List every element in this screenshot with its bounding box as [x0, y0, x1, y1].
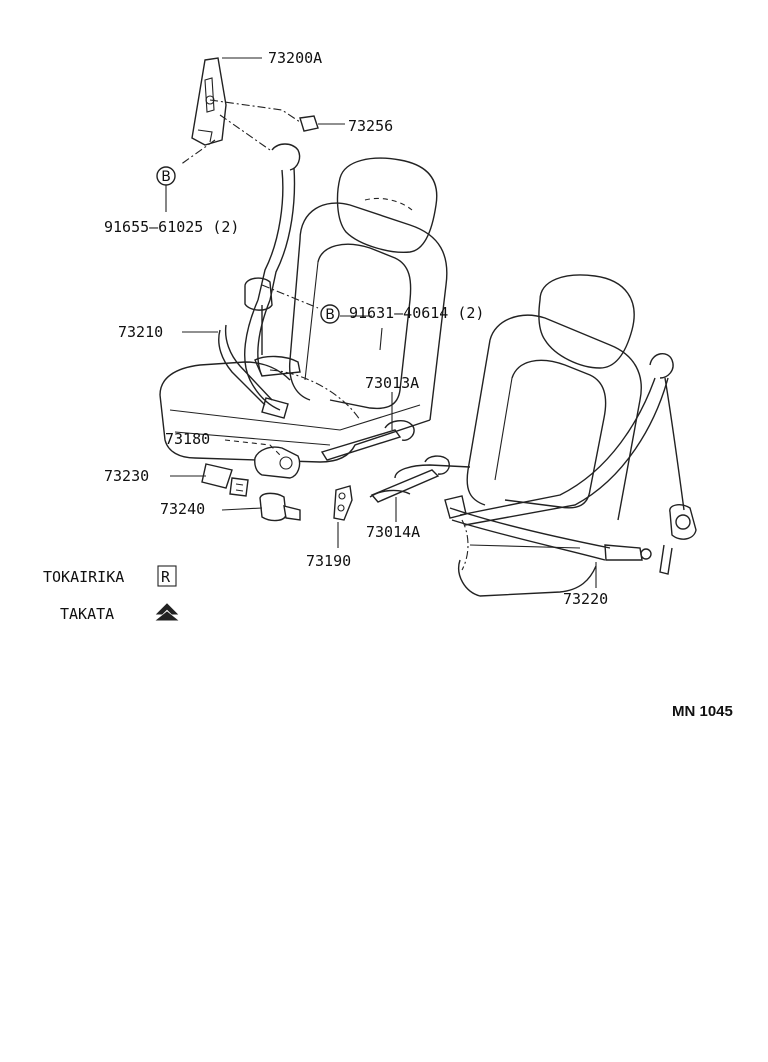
- diagram-code: MN 1045: [672, 703, 733, 720]
- legend-takata-label: TAKATA: [60, 605, 114, 623]
- label-73210: 73210: [118, 323, 163, 341]
- marker-b-upper: B: [156, 166, 176, 186]
- left-seat-drawing: [159, 143, 448, 463]
- label-73240: 73240: [160, 500, 205, 518]
- legend-takata: TAKATA: [60, 603, 179, 623]
- label-73190: 73190: [306, 552, 351, 570]
- legend-tokairika-label: TOKAIRIKA: [43, 568, 124, 586]
- label-73220: 73220: [563, 590, 608, 608]
- leader-lines: [165, 57, 597, 588]
- right-seat-drawing: [370, 274, 697, 597]
- label-91631: 91631–40614 (2): [349, 304, 484, 322]
- label-73200A: 73200A: [268, 49, 322, 67]
- legend-tokairika: TOKAIRIKA R: [43, 565, 177, 587]
- label-73256: 73256: [348, 117, 393, 135]
- tokairika-r-icon: R: [161, 568, 171, 586]
- small-parts-drawing: [191, 57, 411, 522]
- label-73014A: 73014A: [366, 523, 420, 541]
- label-73180: 73180: [165, 430, 210, 448]
- label-91655: 91655–61025 (2): [104, 218, 239, 236]
- marker-b-upper-text: B: [161, 169, 171, 185]
- label-73230: 73230: [104, 467, 149, 485]
- marker-b-middle-text: B: [325, 307, 335, 323]
- label-73013A: 73013A: [365, 374, 419, 392]
- takata-logo-icon: [155, 603, 179, 621]
- marker-b-middle: B: [320, 304, 340, 324]
